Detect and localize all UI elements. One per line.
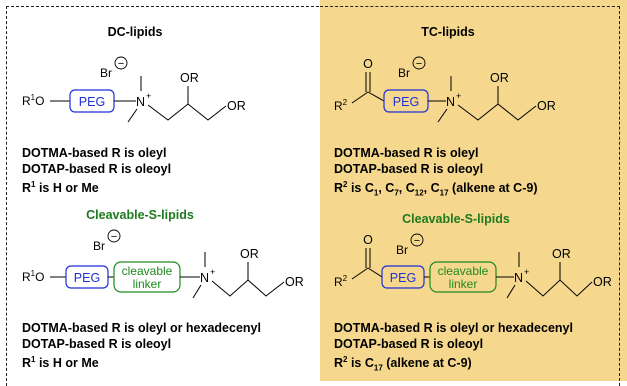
- linker-label-line1: cleavable: [122, 264, 173, 278]
- cleavable-right-description: DOTMA-based R is oleyl or hexadecenyl DO…: [334, 321, 573, 376]
- bromide-label: Br: [100, 66, 112, 80]
- carbonyl-oxygen-2: O: [363, 233, 373, 247]
- anion-charge-sign-2: −: [111, 231, 117, 243]
- cation-charge-2: +: [210, 267, 215, 277]
- bromide-label-2: Br: [93, 239, 105, 253]
- methyl-down-4: [506, 284, 516, 299]
- cation-charge-4: +: [524, 267, 529, 277]
- glycerol-chain: [147, 103, 227, 121]
- methyl-down: [127, 108, 138, 123]
- peg-label: PEG: [79, 95, 105, 109]
- desc-line: DOTMA-based R is oleyl or hexadecenyl: [22, 321, 261, 335]
- desc-line: DOTAP-based R is oleoyl: [22, 336, 172, 351]
- or-upper-2: OR: [240, 247, 259, 261]
- cleavable-left-description: DOTMA-based R is oleyl or hexadecenyl DO…: [22, 321, 261, 372]
- desc-line: R1 is H or Me: [22, 355, 99, 371]
- desc-line: DOTAP-based R is oleoyl: [334, 161, 484, 176]
- desc-line: DOTAP-based R is oleoyl: [22, 161, 172, 176]
- cleavable-s-lipids-left-title: Cleavable-S-lipids: [86, 208, 194, 222]
- cleavable-s-lipids-right-title: Cleavable-S-lipids: [402, 212, 510, 226]
- peg-label-4: PEG: [390, 271, 416, 285]
- carbonyl-oxygen: O: [363, 57, 373, 71]
- bromide-label-3: Br: [398, 66, 410, 80]
- or-upper-4: OR: [552, 247, 571, 261]
- cation-charge: +: [146, 91, 151, 101]
- peg-label-3: PEG: [393, 95, 419, 109]
- nitrogen-label-4: N: [514, 271, 523, 285]
- or-upper-3: OR: [490, 71, 509, 85]
- anion-charge-sign: −: [118, 58, 124, 70]
- anion-charge-circle-3: [412, 56, 426, 70]
- glycerol-chain-3: [457, 103, 537, 121]
- nitrogen-label-3: N: [446, 95, 455, 109]
- or-terminal-3: OR: [537, 99, 556, 113]
- desc-line: R1 is H or Me: [22, 180, 99, 196]
- dc-lipids-description: DOTMA-based R is oleyl DOTAP-based R is …: [22, 146, 171, 197]
- r1-label-2: R1O: [22, 269, 44, 284]
- tc-lipids-description: DOTMA-based R is oleyl DOTAP-based R is …: [334, 146, 537, 201]
- glycerol-chain-4: [525, 279, 593, 297]
- bond-carbonyl-peg: [367, 91, 385, 102]
- bond-r2-carbonyl-2: [351, 267, 369, 280]
- glycerol-chain-2: [211, 279, 285, 297]
- methyl-down-2: [192, 284, 202, 299]
- linker-label-line2-2: linker: [449, 277, 478, 291]
- linker-label-line2: linker: [133, 277, 162, 291]
- nitrogen-label-2: N: [200, 271, 209, 285]
- desc-line: DOTMA-based R is oleyl: [22, 146, 167, 160]
- linker-label-line1-2: cleavable: [438, 264, 489, 278]
- bond-carbonyl-peg-2: [367, 267, 383, 278]
- desc-line: DOTMA-based R is oleyl: [334, 146, 479, 160]
- r2-label-2: R2: [334, 274, 348, 289]
- r2-label: R2: [334, 98, 348, 113]
- desc-line: R2 is C1, C7, C12, C17 (alkene at C-9): [334, 180, 538, 198]
- anion-charge-sign-4: −: [414, 235, 420, 247]
- dc-lipids-frame: [6, 6, 319, 386]
- tc-lipids-title: TC-lipids: [421, 25, 475, 39]
- desc-line: R2 is C17 (alkene at C-9): [334, 355, 472, 373]
- nitrogen-label: N: [136, 95, 145, 109]
- methyl-down-3: [437, 108, 448, 123]
- cation-charge-3: +: [456, 91, 461, 101]
- bond-r2-carbonyl: [351, 91, 369, 104]
- desc-line: DOTAP-based R is oleoyl: [334, 336, 484, 351]
- anion-charge-circle-2: [107, 229, 121, 243]
- tc-lipids-panel: [320, 0, 627, 381]
- dc-lipids-title: DC-lipids: [108, 25, 163, 39]
- or-terminal: OR: [227, 99, 246, 113]
- or-terminal-2: OR: [285, 275, 304, 289]
- anion-charge-circle: [114, 56, 128, 70]
- anion-charge-sign-3: −: [416, 58, 422, 70]
- bromide-label-4: Br: [396, 243, 408, 257]
- or-upper: OR: [180, 71, 199, 85]
- desc-line: DOTMA-based R is oleyl or hexadecenyl: [334, 321, 573, 335]
- anion-charge-circle-4: [410, 233, 424, 247]
- r1-label: R1O: [22, 93, 44, 108]
- or-terminal-4: OR: [593, 275, 612, 289]
- peg-label-2: PEG: [74, 271, 100, 285]
